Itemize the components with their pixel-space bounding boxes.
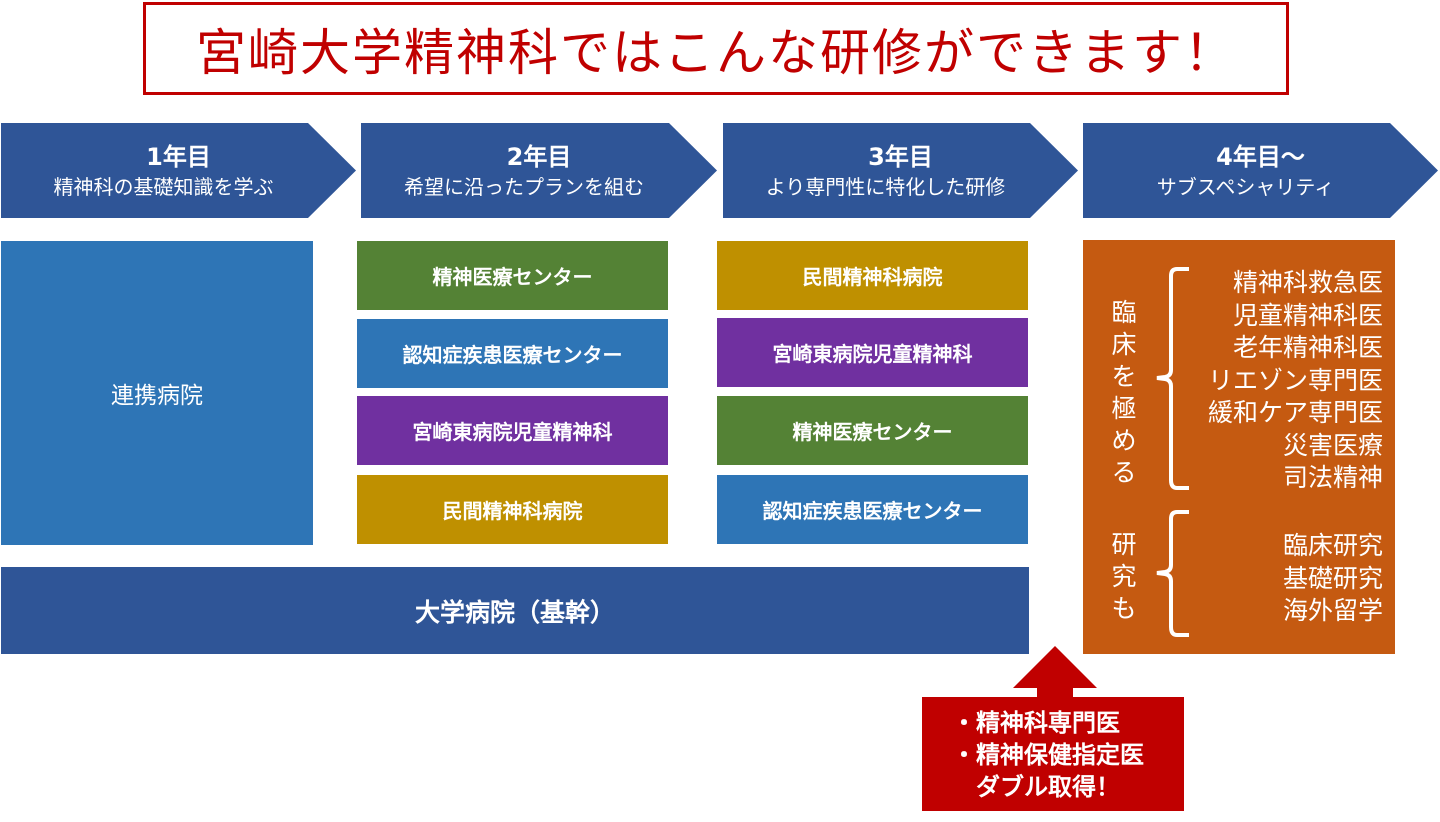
certification-callout: ・精神科専門医 ・精神保健指定医 ダブル取得！ <box>922 697 1184 811</box>
label-char: も <box>1111 594 1137 623</box>
stage-subtitle: 希望に沿ったプランを組む <box>404 174 644 199</box>
title-box: 宮崎大学精神科ではこんな研修ができます！ <box>143 2 1289 95</box>
university-hospital-base-bar: 大学病院（基幹） <box>1 567 1029 654</box>
label-char: 臨 <box>1111 298 1137 327</box>
up-arrow-stem <box>1037 686 1073 698</box>
list-item: 災害医療 <box>1282 430 1383 460</box>
label-char: 研 <box>1111 530 1137 559</box>
label-char: を <box>1111 362 1137 391</box>
stage-chevron-year1: 1年目 精神科の基礎知識を学ぶ <box>1 123 356 218</box>
label-char: め <box>1111 426 1137 455</box>
clinical-specialty-list: 精神科救急医 児童精神科医 老年精神科医 リエゾン専門医 緩和ケア専門医 災害医… <box>1208 267 1383 495</box>
subspecialty-panel: 臨 床 を 極 め る 精神科救急医 児童精神科医 老年精神科医 リエゾン専門医… <box>1083 240 1395 654</box>
list-item: 海外留学 <box>1282 596 1383 625</box>
year3-box: 宮崎東病院児童精神科 <box>717 318 1028 387</box>
year2-box: 認知症疾患医療センター <box>357 319 668 388</box>
box-label: 精神医療センター <box>792 420 953 444</box>
list-item: 緩和ケア専門医 <box>1207 398 1383 427</box>
label-char: る <box>1111 458 1137 487</box>
stage-chevron-year4: 4年目〜 サブスペシャリティ <box>1083 123 1438 218</box>
label-char: 床 <box>1111 330 1137 359</box>
clinical-brace-icon <box>1156 267 1189 490</box>
label-char: 究 <box>1111 562 1137 591</box>
year2-box: 精神医療センター <box>357 241 668 310</box>
clinical-vertical-label: 臨 床 を 極 め る <box>1109 297 1139 489</box>
list-item: 基礎研究 <box>1282 563 1383 593</box>
year3-box: 精神医療センター <box>717 396 1028 465</box>
list-item: 老年精神科医 <box>1232 333 1383 362</box>
year3-box: 民間精神科病院 <box>717 241 1028 310</box>
year3-box: 認知症疾患医療センター <box>717 475 1028 544</box>
box-label: 宮崎東病院児童精神科 <box>412 420 613 444</box>
callout-line: ・精神保健指定医 <box>952 741 1144 769</box>
stage-chevron-year3: 3年目 より専門性に特化した研修 <box>723 123 1078 218</box>
stage-chevron-year2: 2年目 希望に沿ったプランを組む <box>361 123 717 218</box>
box-label: 民間精神科病院 <box>442 499 583 523</box>
affiliated-hospital-box: 連携病院 <box>1 241 313 545</box>
list-item: 児童精神科医 <box>1232 300 1383 330</box>
box-label: 民間精神科病院 <box>802 265 943 289</box>
list-item: 精神科救急医 <box>1232 268 1383 297</box>
stage-year: 2年目 <box>506 142 572 171</box>
stage-year: 4年目〜 <box>1216 142 1305 171</box>
stage-year: 3年目 <box>868 142 933 171</box>
list-item: 臨床研究 <box>1282 531 1383 560</box>
box-label: 宮崎東病院児童精神科 <box>772 342 973 366</box>
callout-line: ダブル取得！ <box>952 773 1120 801</box>
list-item: 司法精神 <box>1282 463 1383 492</box>
label-char: 極 <box>1111 394 1137 423</box>
research-list: 臨床研究 基礎研究 海外留学 <box>1283 530 1383 628</box>
research-brace-icon <box>1156 510 1189 637</box>
list-item: リエゾン専門医 <box>1207 365 1383 395</box>
box-label: 認知症疾患医療センター <box>762 499 983 523</box>
year2-box: 宮崎東病院児童精神科 <box>357 396 668 465</box>
box-label: 精神医療センター <box>432 265 593 289</box>
page-title: 宮崎大学精神科ではこんな研修ができます！ <box>196 23 1236 82</box>
box-label: 認知症疾患医療センター <box>402 343 623 367</box>
research-vertical-label: 研 究 も <box>1109 529 1139 625</box>
box-label: 連携病院 <box>111 383 203 409</box>
year2-box: 民間精神科病院 <box>357 475 668 544</box>
stage-subtitle: より専門性に特化した研修 <box>765 174 1006 199</box>
stage-subtitle: サブスペシャリティ <box>1156 174 1335 199</box>
stage-year: 1年目 <box>146 142 211 171</box>
callout-line: ・精神科専門医 <box>952 709 1120 737</box>
box-label: 大学病院（基幹） <box>414 597 615 627</box>
stage-subtitle: 精神科の基礎知識を学ぶ <box>53 174 274 199</box>
